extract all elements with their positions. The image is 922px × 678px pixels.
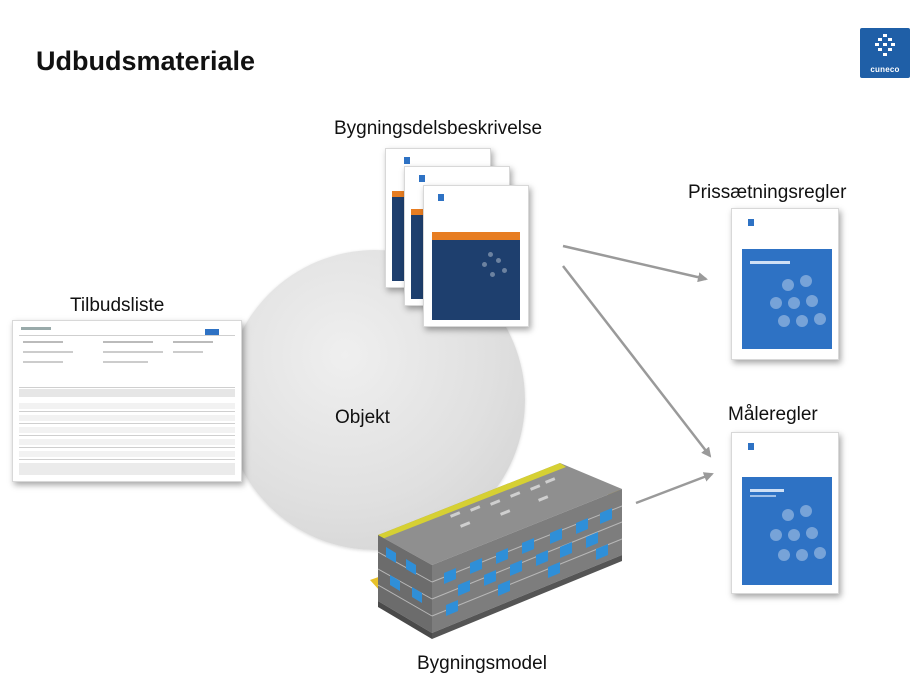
bygningsmodel-label: Bygningsmodel <box>417 653 547 674</box>
arrow-beskrivelse-to-prissaetning <box>562 244 708 283</box>
prissaetningsregler-book <box>731 208 839 360</box>
tilbudsliste-sheet <box>12 320 242 482</box>
beskrivelse-doc-front <box>423 185 529 327</box>
bygningsdelsbeskrivelse-label: Bygningsdelsbeskrivelse <box>334 118 543 139</box>
objekt-label: Objekt <box>335 407 390 428</box>
tilbudsliste-label: Tilbudsliste <box>70 295 165 316</box>
logo-mark-icon <box>875 34 895 56</box>
logo-text: cuneco <box>870 65 900 74</box>
maaleregler-label: Måleregler <box>728 404 818 425</box>
maaleregler-book <box>731 432 839 594</box>
bygningsmodel-building <box>370 463 623 639</box>
page-title: Udbudsmateriale <box>36 46 256 76</box>
arrow-beskrivelse-to-maaleregler <box>562 265 712 458</box>
arrow-model-to-maaleregler <box>635 472 714 505</box>
cuneco-logo: cuneco <box>860 28 910 78</box>
prissaetningsregler-label: Prissætningsregler <box>688 182 847 203</box>
